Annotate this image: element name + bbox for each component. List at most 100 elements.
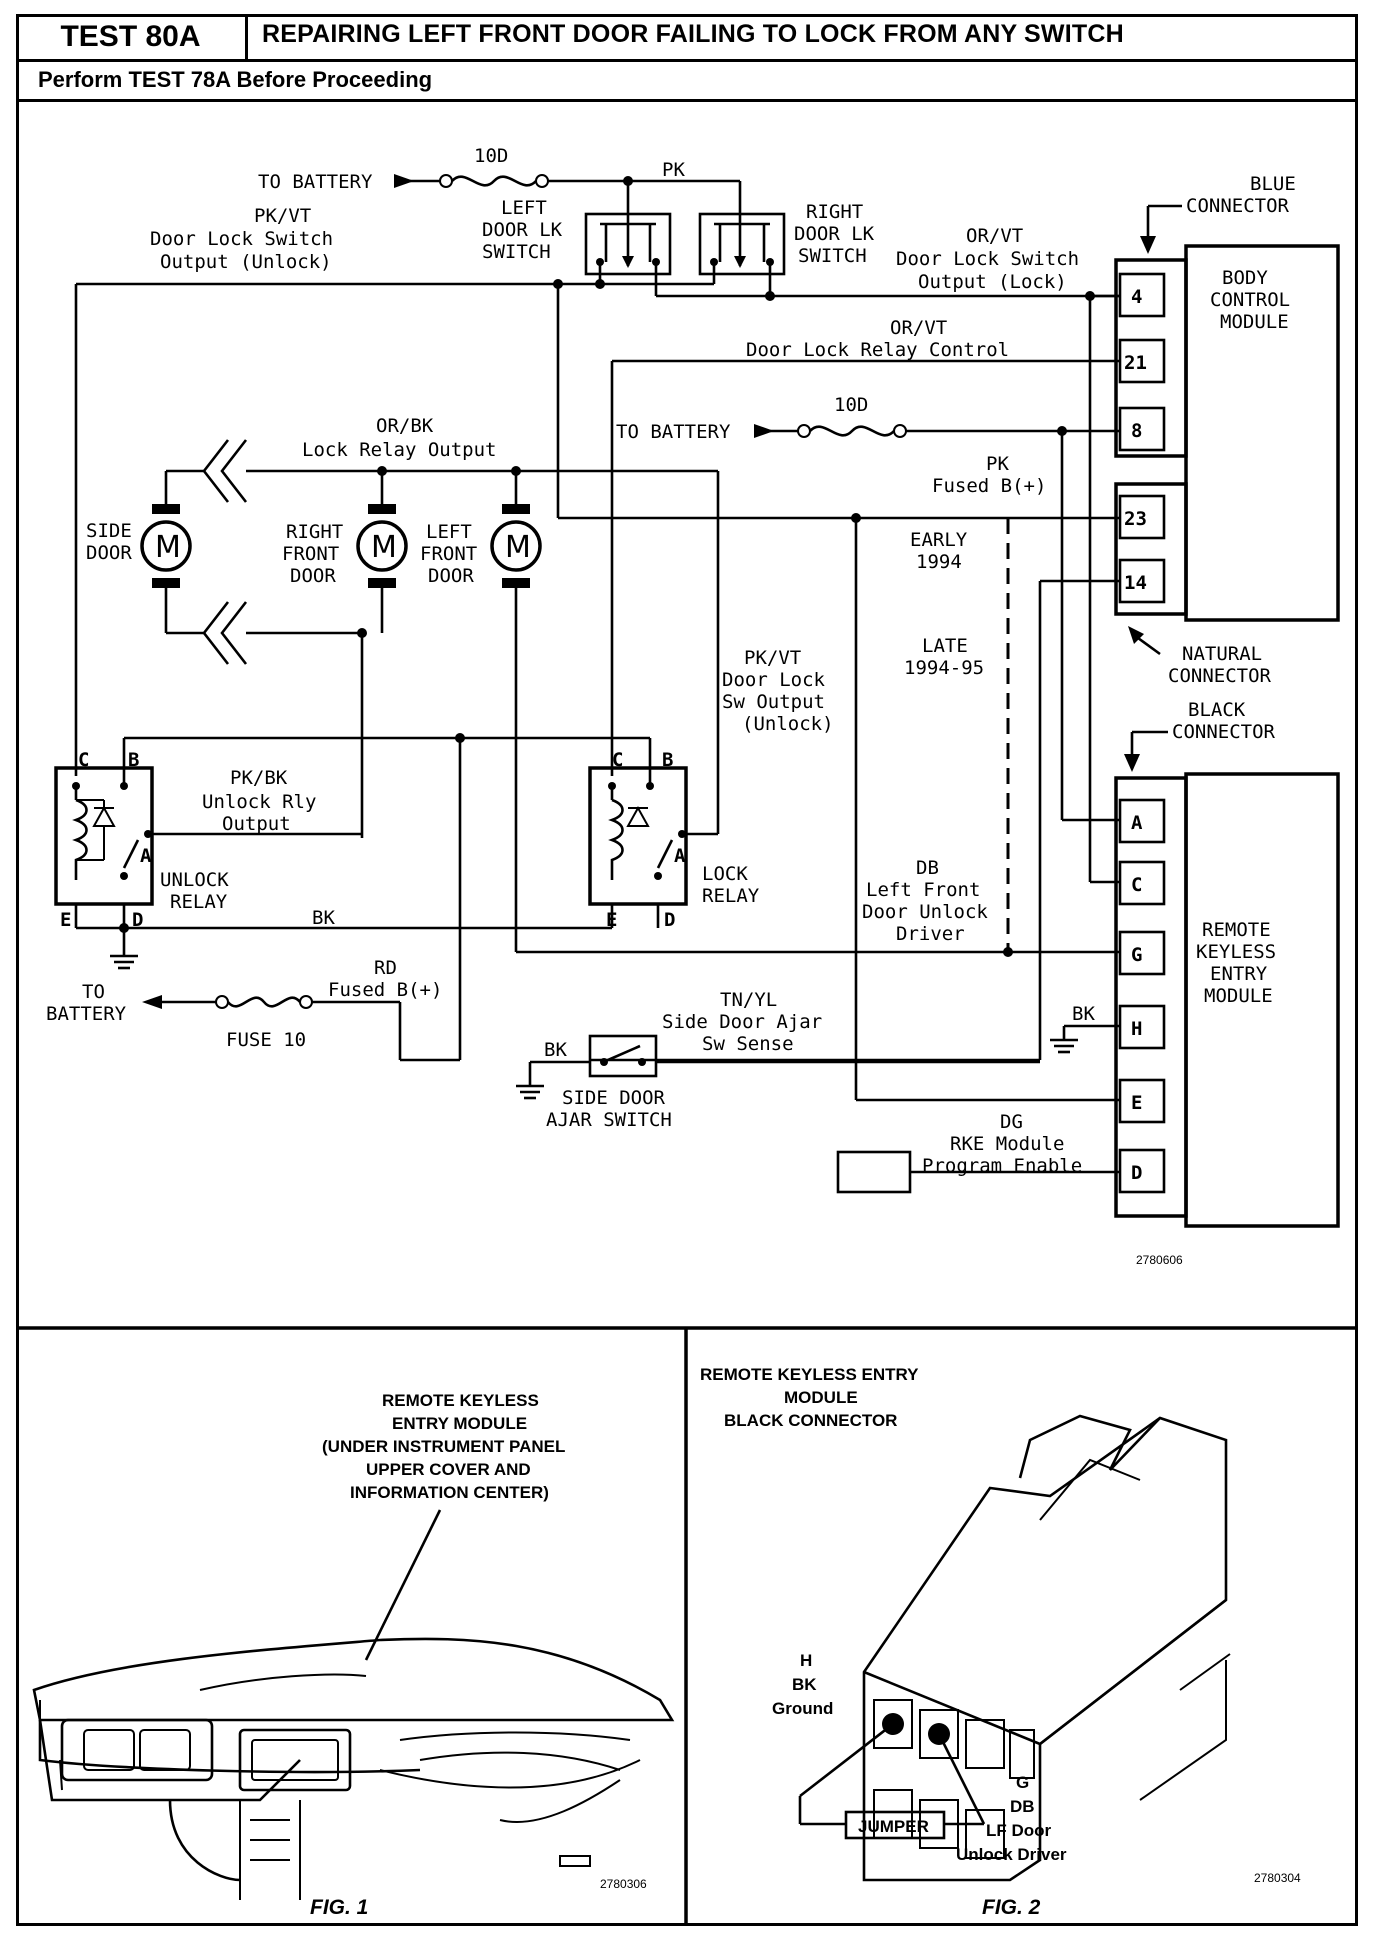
pkvt-sw-line1: PK/VT [744,647,801,669]
bcm-pin-14: 14 [1124,572,1147,594]
arrow-icon [1124,754,1140,772]
blue-connector-line2: CONNECTOR [1186,195,1290,217]
pk-fused-line2: Fused B(+) [932,475,1046,497]
orvt-lock-line2: Door Lock Switch [896,248,1079,270]
battery-bottom-line2: BATTERY [46,1003,127,1025]
callout-leader [364,1509,442,1661]
bcm-pin-4: 4 [1131,286,1142,308]
connector-illustration [862,1414,1231,1882]
left-switch-line1: LEFT [501,197,547,219]
bcm-pin-23: 23 [1124,508,1147,530]
db-line3: Door Unlock [862,901,988,923]
fig2-left-pin-line3: Ground [772,1699,833,1718]
page-title: REPAIRING LEFT FRONT DOOR FAILING TO LOC… [262,20,1124,48]
dg-line3: Program Enable [922,1155,1082,1177]
black-connector-line2: CONNECTOR [1172,721,1276,743]
blue-connector [1114,258,1188,458]
rke-line2: KEYLESS [1196,941,1276,963]
late-line2: 1994-95 [904,657,984,679]
orvt-lock-line3: Output (Lock) [918,271,1067,293]
fig2-caption: FIG. 2 [982,1896,1041,1919]
right-switch-line3: SWITCH [798,245,867,267]
fig2-left-pin-line1: H [800,1651,812,1670]
relay-term-c2: C [612,749,623,771]
pkvt-sw-line2: Door Lock [722,669,826,691]
side-door-line1: SIDE [86,520,132,542]
jumper-wire [799,1722,894,1798]
relay-term-b2: B [662,749,673,771]
bcm-line1: BODY [1222,267,1268,289]
side-door-motor [140,520,192,572]
rke-line4: MODULE [1204,985,1273,1007]
fig1-callout-line2: ENTRY MODULE [392,1414,527,1433]
fig2-title-line1: REMOTE KEYLESS ENTRY [700,1365,919,1384]
left-front-door-motor [490,520,542,572]
left-door-lock-switch [584,212,672,276]
relay-term-e: E [60,909,71,931]
program-enable-box [836,1150,912,1194]
fig2-right-pin-line4: Unlock Driver [956,1845,1067,1864]
rke-pin-e: E [1131,1092,1142,1114]
rke-pin-d: D [1131,1162,1142,1184]
lf-door-line1: LEFT [426,521,472,543]
page-subtitle: Perform TEST 78A Before Proceeding [38,67,433,92]
side-door-ajar-line1: SIDE DOOR [562,1087,666,1109]
bcm-pin-21: 21 [1124,352,1147,374]
fig2-right-pin-line3: LF Door [986,1821,1052,1840]
rke-pin-g: G [1131,944,1142,966]
battery-bottom-line1: TO [82,981,105,1003]
pkvt-unlock-line2: Door Lock Switch [150,228,333,250]
bk-ground-label: BK [1072,1003,1095,1025]
rke-pin-h: H [1131,1018,1142,1040]
lock-relay-output-line1: OR/BK [376,415,434,437]
ref-main: 2780606 [1136,1253,1183,1267]
fuse-label-top: 10D [474,145,508,167]
early-line1: EARLY [910,529,968,551]
battery-label-mid: TO BATTERY [616,421,731,443]
battery-label-top: TO BATTERY [258,171,373,193]
natural-connector [1114,482,1188,616]
relay-term-a2: A [674,845,686,867]
pkvt-sw-line4: (Unlock) [742,713,834,735]
tnyl-line3: Sw Sense [702,1033,794,1055]
bcm-pin-8: 8 [1131,420,1142,442]
fuse-icon [226,996,302,1008]
lock-relay-line2: RELAY [702,885,760,907]
fig2-right-pin-line1: G [1016,1773,1029,1792]
fuse10-label: FUSE 10 [226,1029,306,1051]
relay-term-a: A [140,845,152,867]
early-line2: 1994 [916,551,962,573]
natural-connector-line1: NATURAL [1182,643,1262,665]
right-door-lock-switch [698,212,786,276]
lf-door-line2: FRONT [420,543,477,565]
rd-line2: Fused B(+) [328,979,442,1001]
pkbk-line3: Output [222,813,291,835]
fig2-title-line2: MODULE [784,1388,858,1407]
blue-connector-line1: BLUE [1250,173,1296,195]
black-connector [1114,776,1188,1218]
relay-term-b: B [128,749,139,771]
rf-door-line3: DOOR [290,565,336,587]
fig2-ref: 2780304 [1254,1871,1301,1885]
lock-relay-output-line2: Lock Relay Output [302,439,496,461]
unlock-relay-line2: RELAY [170,891,228,913]
rke-pin-a: A [1131,812,1143,834]
side-door-ajar-switch [588,1034,658,1078]
dg-line1: DG [1000,1111,1023,1133]
black-connector-line1: BLACK [1188,699,1246,721]
test-id: TEST 80A [16,14,248,59]
natural-connector-line2: CONNECTOR [1168,665,1272,687]
rke-line3: ENTRY [1210,963,1268,985]
pk-fused-line1: PK [986,453,1009,475]
db-line4: Driver [896,923,965,945]
fig1-caption: FIG. 1 [310,1896,368,1919]
bk-switch-label: BK [544,1039,567,1061]
fig1-callout-line1: REMOTE KEYLESS [382,1391,539,1410]
right-switch-line2: DOOR LK [794,223,875,245]
fig2-title-line3: BLACK CONNECTOR [724,1411,897,1430]
title-row: TEST 80A REPAIRING LEFT FRONT DOOR FAILI… [16,14,1358,62]
late-line1: LATE [922,635,968,657]
right-front-door-motor [356,520,408,572]
rf-door-line2: FRONT [282,543,339,565]
